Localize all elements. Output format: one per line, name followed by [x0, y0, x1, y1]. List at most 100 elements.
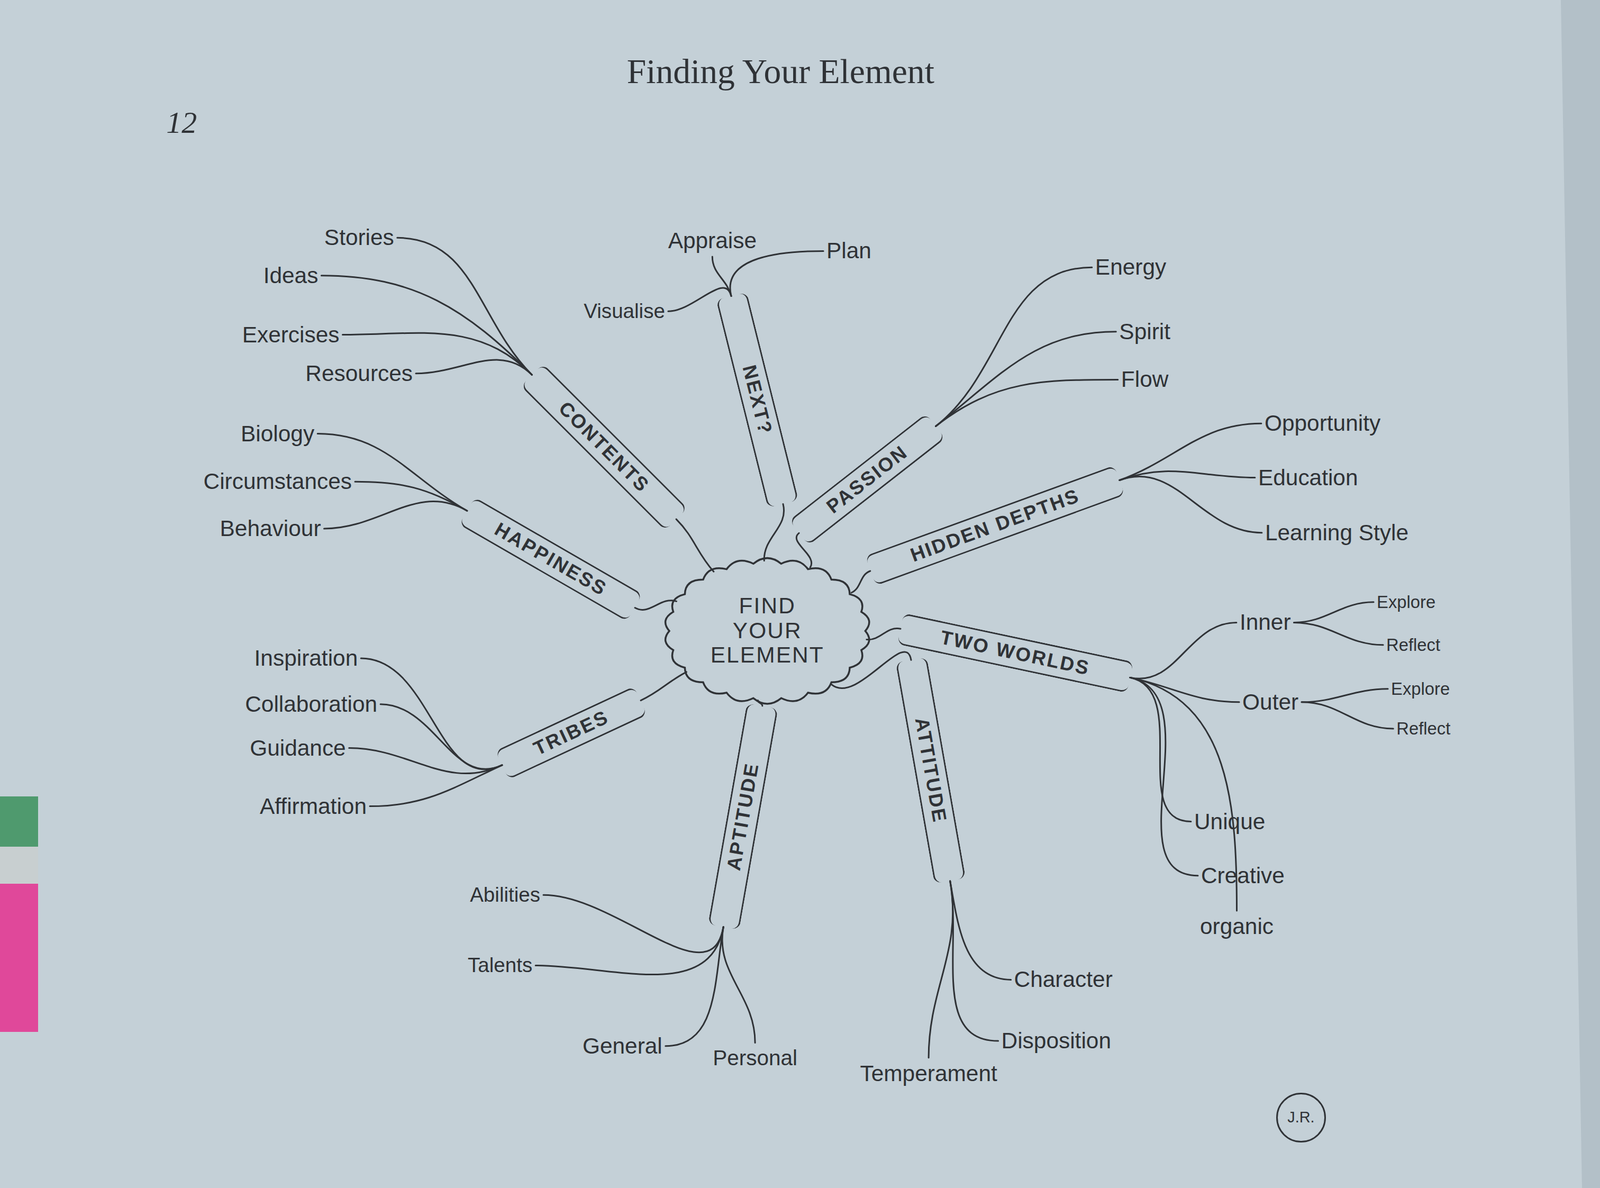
leaf-word: Flow [1121, 366, 1169, 393]
page-number-box: 12 [166, 104, 197, 141]
node-label: Learning Style [1265, 520, 1409, 546]
leaf-word: organic [1200, 913, 1274, 940]
branch-label: ATTITUDE [910, 715, 951, 825]
branch-line [1294, 622, 1384, 645]
branch-line [321, 275, 532, 376]
node-label: Disposition [1001, 1028, 1112, 1054]
leaf-word: Collaboration [244, 691, 378, 717]
branch-band: HAPPINESS [459, 496, 643, 622]
leaf-word: Biology [240, 421, 315, 447]
branch-label: HIDDEN DEPTHS [907, 484, 1083, 567]
branch-band: PASSION [789, 413, 946, 546]
branch-line [668, 287, 732, 312]
node-label: Energy [1095, 254, 1167, 280]
leaf-word: Behaviour [220, 515, 322, 542]
node-label: Creative [1201, 862, 1285, 889]
branch-line [928, 880, 953, 1058]
node-label: Exercises [242, 322, 340, 348]
node-label: Collaboration [244, 691, 378, 717]
branch-line [543, 894, 724, 952]
branch-label: PASSION [822, 440, 913, 518]
leaf-word: Plan [826, 238, 872, 264]
branch-band: ATTITUDE [895, 657, 966, 884]
branch-line [1301, 688, 1388, 703]
leaf-word: Creative [1201, 862, 1285, 889]
node-label: Guidance [249, 735, 347, 761]
branch-line [950, 880, 999, 1041]
branch-line [1119, 423, 1262, 480]
leaf-word: Learning Style [1265, 520, 1409, 546]
branch-band: CONTENTS [520, 363, 688, 531]
node-label: Flow [1121, 366, 1169, 393]
node-label: organic [1200, 913, 1274, 940]
leaf-word: Personal [712, 1045, 798, 1071]
branch-line [415, 359, 532, 375]
node-label: Visualise [583, 299, 666, 323]
branch-line [730, 250, 824, 296]
branch-line [764, 504, 784, 561]
leaf-word: Disposition [1001, 1028, 1112, 1054]
branch-band: NEXT? [715, 292, 799, 508]
leaf-word: Exercises [242, 322, 340, 348]
branch-line [369, 765, 503, 807]
branch-label: TWO WORLDS [938, 626, 1093, 680]
node-label: Spirit [1119, 319, 1171, 345]
page-title-box: Finding Your Element [626, 51, 935, 92]
leaf-word: Opportunity [1264, 410, 1381, 436]
branch-label: NEXT? [737, 362, 777, 438]
branch-line [380, 704, 503, 770]
page-number: 12 [166, 104, 197, 141]
node-label: Explore [1376, 592, 1436, 613]
leaf-word: Affirmation [259, 793, 367, 820]
node-label: Education [1258, 465, 1359, 491]
node-label: Abilities [469, 883, 541, 907]
leaf-word: Talents [467, 953, 533, 977]
node-label: Affirmation [259, 793, 367, 820]
node-label: General [582, 1033, 663, 1059]
center-label: FIND YOUR ELEMENT [710, 593, 825, 668]
node-label: Personal [712, 1045, 798, 1071]
node-label: Reflect [1396, 718, 1451, 739]
leaf-word: Explore [1376, 592, 1436, 613]
green-tab [0, 796, 39, 847]
node-label: Unique [1194, 808, 1266, 835]
leaf-word: Inner [1239, 609, 1292, 635]
leaf-word: Reflect [1396, 718, 1451, 739]
branch-line [640, 671, 687, 701]
page-edge [1560, 0, 1600, 1188]
page-title: Finding Your Element [626, 51, 935, 92]
leaf-word: Appraise [668, 228, 757, 254]
branch-band: TRIBES [495, 685, 648, 779]
branch-line [1119, 476, 1262, 533]
branch-label: APTITUDE [722, 760, 763, 872]
branch-line [950, 880, 1012, 980]
branch-line [535, 926, 724, 975]
branch-line [355, 481, 468, 511]
leaf-word: Inspiration [254, 645, 359, 671]
pink-tab [0, 883, 39, 1032]
branch-line [324, 501, 468, 529]
node-label: Outer [1242, 689, 1299, 715]
node-label: Temperament [860, 1060, 998, 1087]
node-label: Explore [1391, 678, 1450, 699]
node-label: Behaviour [220, 515, 322, 542]
leaf-word: Reflect [1386, 634, 1441, 656]
branch-label: CONTENTS [553, 396, 654, 497]
branch-line [1294, 602, 1375, 623]
branch-line [722, 926, 756, 1043]
leaf-word: Abilities [469, 883, 541, 907]
leaf-word: Stories [324, 224, 395, 251]
branch-line [831, 651, 912, 689]
node-label: Circumstances [203, 468, 352, 495]
branch-line [935, 267, 1093, 426]
node-label: Ideas [263, 262, 319, 289]
branch-line [851, 570, 871, 593]
leaf-word: General [582, 1033, 663, 1059]
branch-line [1130, 677, 1240, 702]
branch-line [1130, 677, 1192, 822]
cloud-scallop [665, 557, 870, 704]
node-label: Reflect [1386, 634, 1441, 656]
